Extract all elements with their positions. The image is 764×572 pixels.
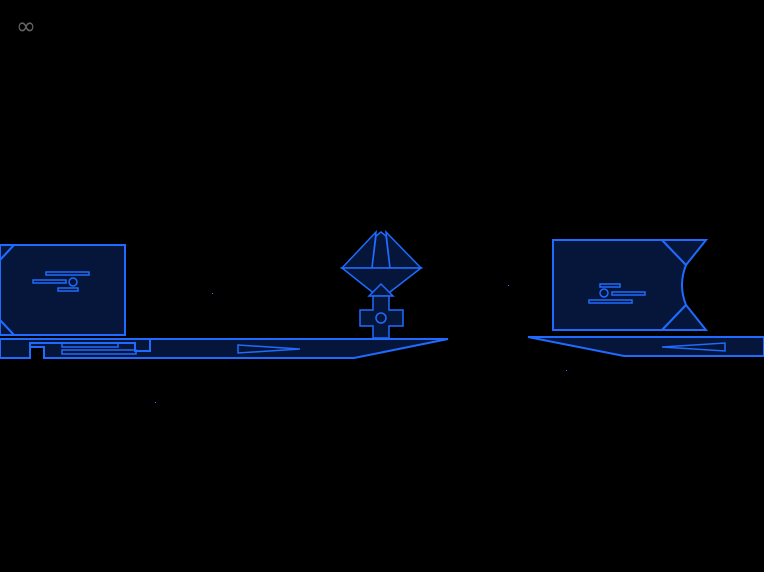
left-platform-bracket [29,339,151,352]
infinity-icon: ∞ [16,12,36,40]
right-module-clamp-top [659,239,709,267]
right-platform-deck [527,336,764,357]
right-module-clamp-bottom [659,303,709,331]
ship-core [375,312,387,324]
left-module-body [0,244,126,336]
star [155,402,156,403]
left-module-glyph [32,271,90,292]
star [566,370,567,371]
left-platform-slot [61,349,137,355]
star [212,293,213,294]
left-module-edge [0,244,15,336]
ship-canopy-right [385,229,423,269]
ship-canopy-left [340,229,377,269]
left-platform-slot [61,342,119,348]
right-platform-fin [661,342,726,352]
right-module-glyph [588,283,646,304]
player-lander-ship[interactable] [339,229,424,339]
left-platform-deck [0,338,449,359]
star [508,285,509,286]
right-platform [527,336,764,357]
right-docking-module [552,239,709,331]
left-platform-fin [237,344,301,354]
left-platform [0,338,449,359]
lives-counter: ∞ [16,12,36,40]
left-docking-module [0,244,126,336]
starfield [155,285,567,403]
